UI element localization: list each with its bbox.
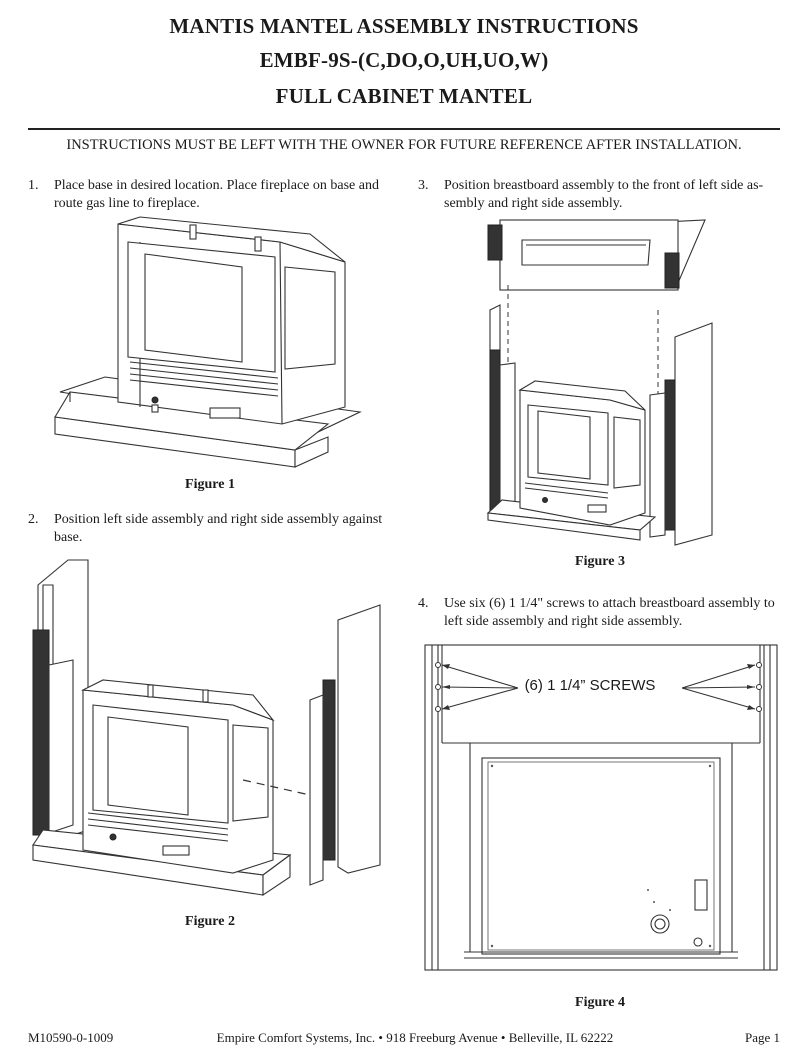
- owner-notice: INSTRUCTIONS MUST BE LEFT WITH THE OWNER…: [66, 137, 742, 153]
- figure-2-caption: Figure 2: [185, 914, 235, 929]
- step-number: 3.: [418, 178, 429, 193]
- figure-1-illustration: [54, 216, 362, 468]
- step-number: 2.: [28, 512, 39, 527]
- step-text-line: Use six (6) 1 1/4" screws to attach brea…: [444, 596, 775, 611]
- figure-3-caption: Figure 3: [575, 554, 625, 569]
- title-line-3: FULL CABINET MANTEL: [275, 84, 533, 108]
- step-number: 1.: [28, 178, 39, 193]
- title-line-2: EMBF-9S-(C,DO,O,UH,UO,W): [259, 48, 549, 72]
- step-text-line: Position left side assembly and right si…: [54, 512, 383, 527]
- step-number: 4.: [418, 596, 429, 611]
- screws-callout: (6) 1 1/4” SCREWS: [524, 677, 656, 694]
- header-divider: [28, 128, 780, 130]
- figure-4-illustration: [424, 644, 778, 971]
- title-line-1: MANTIS MANTEL ASSEMBLY INSTRUCTIONS: [169, 14, 639, 38]
- step-text-line: Position breastboard assembly to the fro…: [444, 178, 764, 193]
- step-text-line: base.: [54, 530, 83, 545]
- step-text-line: Place base in desired location. Place fi…: [54, 178, 379, 193]
- company-address: Empire Comfort Systems, Inc. • 918 Freeb…: [216, 1030, 614, 1045]
- document-number: M10590-0-1009: [28, 1030, 114, 1045]
- figure-2-illustration: [32, 559, 381, 897]
- step-text-line: left side assembly and right side assemb…: [444, 614, 683, 629]
- figure-1-caption: Figure 1: [185, 477, 235, 492]
- step-text-line: route gas line to fireplace.: [54, 196, 200, 211]
- page-number: Page 1: [744, 1030, 780, 1045]
- figure-4-caption: Figure 4: [575, 995, 625, 1010]
- step-text-line: sembly and right side assembly.: [444, 196, 623, 211]
- figure-3-illustration: [486, 219, 713, 546]
